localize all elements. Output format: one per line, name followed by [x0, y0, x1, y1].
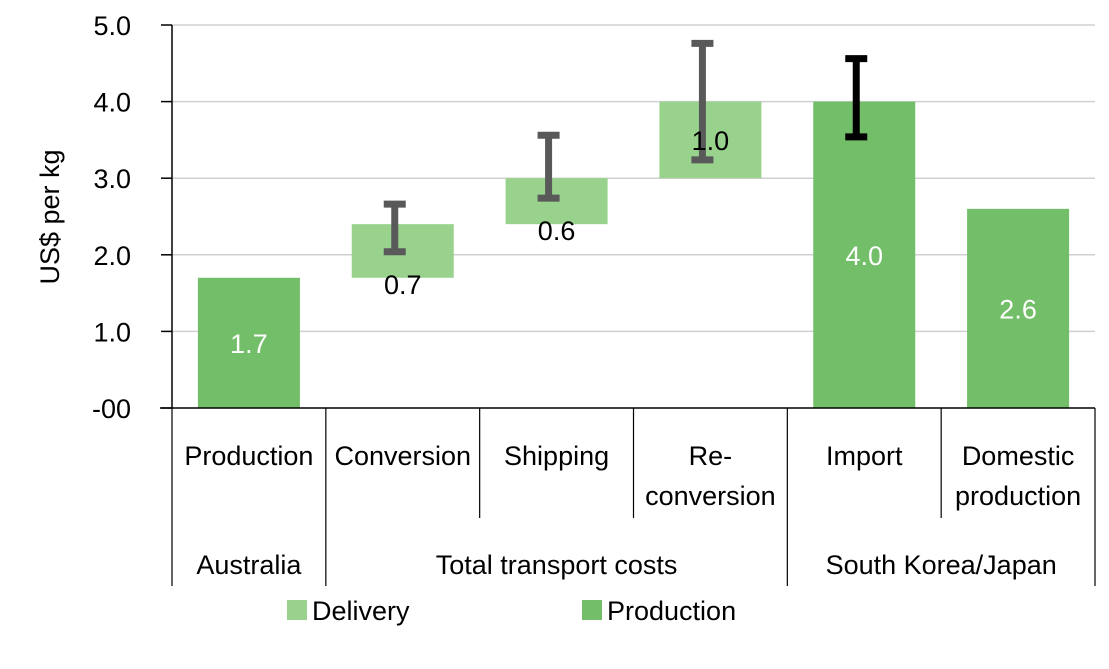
y-tick-label: 4.0 [93, 88, 131, 118]
bar-production [967, 208, 1070, 408]
data-label: 0.6 [538, 216, 576, 246]
category-label-line: Domestic [962, 441, 1075, 471]
category-label: Production [184, 441, 313, 471]
y-tick-label: -00 [92, 394, 131, 424]
category-label-line: Shipping [504, 441, 609, 471]
legend-swatch-production [582, 600, 602, 620]
data-label: 1.7 [230, 329, 268, 359]
category-label: Shipping [504, 441, 609, 471]
category-label-line: production [955, 481, 1081, 511]
axes [160, 25, 1096, 586]
y-tick-label: 1.0 [93, 317, 131, 347]
category-label-line: Conversion [334, 441, 471, 471]
category-label-line: Production [184, 441, 313, 471]
data-label: 0.7 [384, 270, 422, 300]
data-label: 1.0 [692, 126, 730, 156]
category-label-line: Import [826, 441, 903, 471]
data-labels: 1.7 0.7 0.6 1.0 4.0 2.6 [230, 126, 1037, 359]
y-tick-label: 3.0 [93, 164, 131, 194]
group-labels: Australia Total transport costs South Kore… [196, 550, 1056, 580]
y-tick-label: 2.0 [93, 241, 131, 271]
category-label-line: Re- [689, 441, 733, 471]
gridlines [172, 24, 1095, 333]
category-label: Import [826, 441, 903, 471]
legend-swatch-delivery [287, 600, 307, 620]
group-label: South Korea/Japan [826, 550, 1057, 580]
data-label: 4.0 [845, 241, 883, 271]
legend-label-production: Production [607, 596, 736, 626]
legend-label-delivery: Delivery [312, 596, 410, 626]
category-label-line: conversion [645, 481, 776, 511]
data-label: 2.6 [999, 294, 1037, 324]
bar-production [813, 101, 916, 408]
y-tick-label: 5.0 [93, 11, 131, 41]
category-labels: Production Conversion Shipping Re-conversio… [184, 441, 1081, 511]
group-label: Australia [196, 550, 302, 580]
category-label: Conversion [334, 441, 471, 471]
error-bars [383, 39, 868, 256]
category-label: Re-conversion [645, 441, 776, 511]
y-axis-label: US$ per kg [35, 149, 65, 284]
bars [197, 101, 1070, 408]
legend: Delivery Production [287, 596, 736, 626]
bar-production [197, 277, 300, 408]
category-label: Domestic production [955, 441, 1081, 511]
bar-delivery [659, 101, 762, 179]
group-label: Total transport costs [436, 550, 678, 580]
y-axis-ticks: -00 1.0 2.0 3.0 4.0 5.0 [92, 11, 172, 424]
